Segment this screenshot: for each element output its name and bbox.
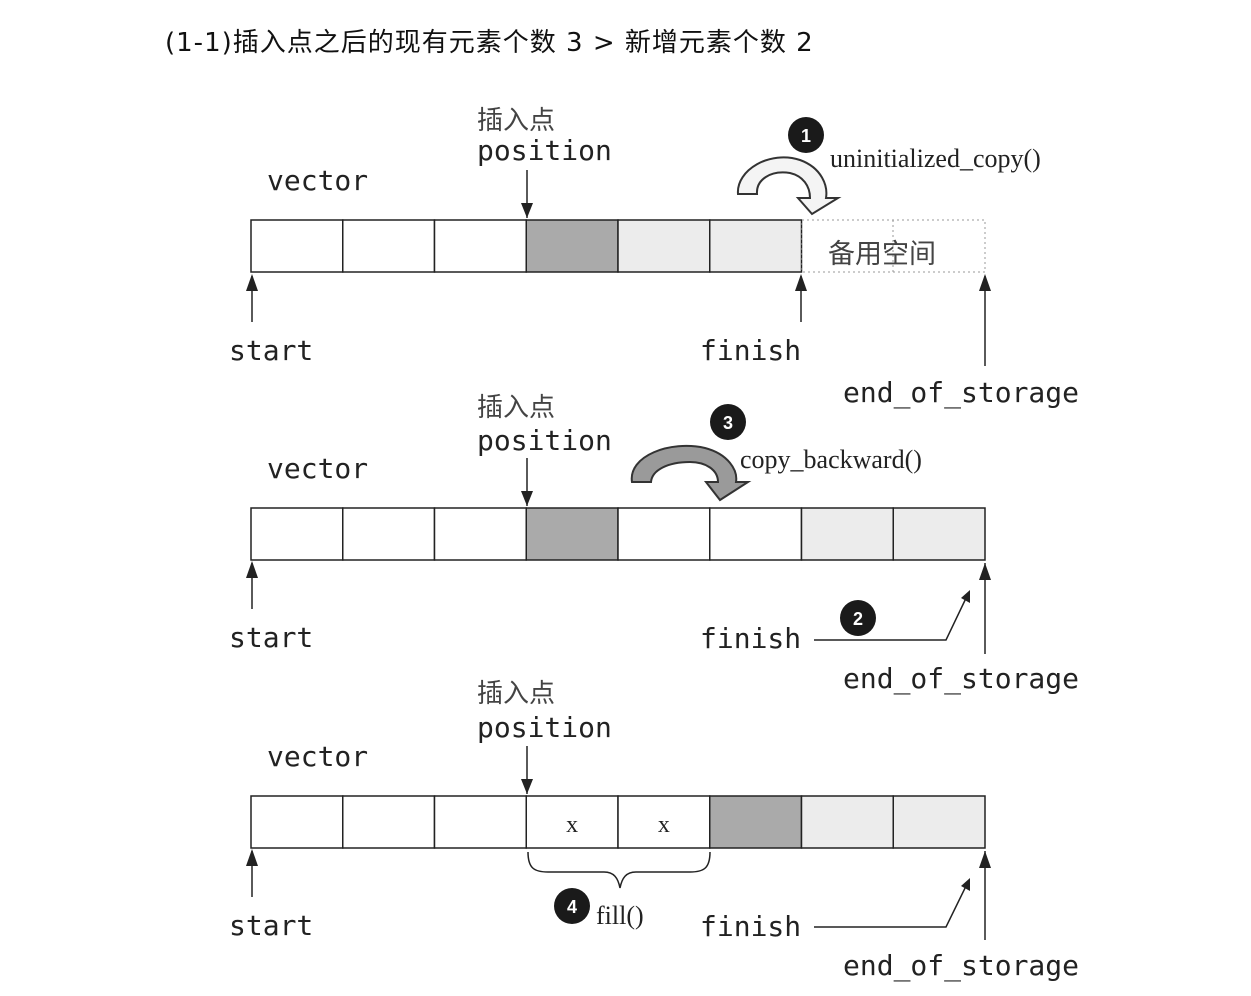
vector-cell-empty [250, 795, 344, 849]
step-2-number: 2 [853, 609, 863, 629]
vector-cells [250, 219, 803, 273]
end-of-storage-arrow-head [979, 274, 991, 291]
start-arrow-head [246, 274, 258, 291]
insert-point-label: 插入点 [477, 393, 555, 423]
vector-cells [250, 507, 986, 561]
position-label: position [477, 711, 612, 744]
vector-cell-empty [617, 507, 711, 561]
vector-cell-empty [342, 507, 436, 561]
step-1-number: 1 [801, 126, 811, 146]
vector-cell-position [525, 507, 619, 561]
vector-cell-empty [433, 795, 527, 849]
vector-cell-light [800, 507, 894, 561]
finish-label: finish [700, 622, 801, 655]
vector-cell-empty [709, 507, 803, 561]
end-of-storage-label: end_of_storage [843, 376, 1079, 410]
start-arrow-head [246, 849, 258, 866]
finish-leader-line [814, 593, 969, 641]
step-3-badge [710, 404, 746, 440]
panel-1: 插入点 position vector 备用空间 1 uninitialized… [229, 106, 1079, 410]
finish-leader-line [814, 881, 969, 928]
position-label: position [477, 134, 612, 167]
panel-2: 插入点 position vector 3 copy_backward() st… [229, 393, 1079, 696]
vector-label: vector [267, 740, 368, 773]
fill-brace [527, 851, 711, 889]
finish-leader-head [961, 590, 970, 603]
vector-cell-position [525, 219, 619, 273]
spare-space-label: 备用空间 [828, 239, 936, 270]
diagram-title: (1-1)插入点之后的现有元素个数 3 > 新增元素个数 2 [165, 28, 814, 58]
cell-fill-value: x [566, 812, 578, 838]
copy-backward-arrow [630, 444, 752, 502]
start-label: start [229, 909, 313, 942]
vector-label: vector [267, 452, 368, 485]
end-of-storage-arrow-head [979, 851, 991, 868]
insert-point-label: 插入点 [477, 106, 555, 136]
finish-arrow-head [795, 274, 807, 291]
step-2-badge [840, 600, 876, 636]
step-4-number: 4 [567, 897, 577, 917]
step-3-label: copy_backward() [740, 445, 922, 474]
step-4-badge [554, 888, 590, 924]
finish-leader-head [961, 878, 970, 891]
vector-cell-empty [433, 507, 527, 561]
step-3-number: 3 [723, 413, 733, 433]
vector-cell-light [617, 219, 711, 273]
vector-cell-position [709, 795, 803, 849]
position-arrow-head [521, 203, 533, 218]
vector-cell-empty [342, 795, 436, 849]
step-1-badge [788, 117, 824, 153]
start-label: start [229, 621, 313, 654]
vector-cell-x [525, 795, 619, 849]
vector-cell-light [709, 219, 803, 273]
start-label: start [229, 334, 313, 367]
position-arrow-head [521, 491, 533, 506]
vector-label: vector [267, 164, 368, 197]
vector-cell-empty [342, 219, 436, 273]
cell-fill-value: x [658, 812, 670, 838]
vector-cell-empty [433, 219, 527, 273]
vector-cell-light [892, 795, 986, 849]
position-arrow-head [521, 779, 533, 794]
end-of-storage-label: end_of_storage [843, 662, 1079, 696]
end-of-storage-arrow-head [979, 563, 991, 580]
step-1-label: uninitialized_copy() [830, 144, 1041, 173]
position-label: position [477, 424, 612, 457]
step-4-label: fill() [596, 901, 644, 930]
finish-label: finish [700, 910, 801, 943]
insert-point-label: 插入点 [477, 679, 555, 709]
vector-cell-light [892, 507, 986, 561]
vector-cell-empty [250, 507, 344, 561]
vector-cell-empty [250, 219, 344, 273]
uninitialized-copy-arrow [736, 156, 842, 216]
start-arrow-head [246, 561, 258, 578]
vector-cell-light [800, 795, 894, 849]
finish-label: finish [700, 334, 801, 367]
end-of-storage-label: end_of_storage [843, 949, 1079, 983]
